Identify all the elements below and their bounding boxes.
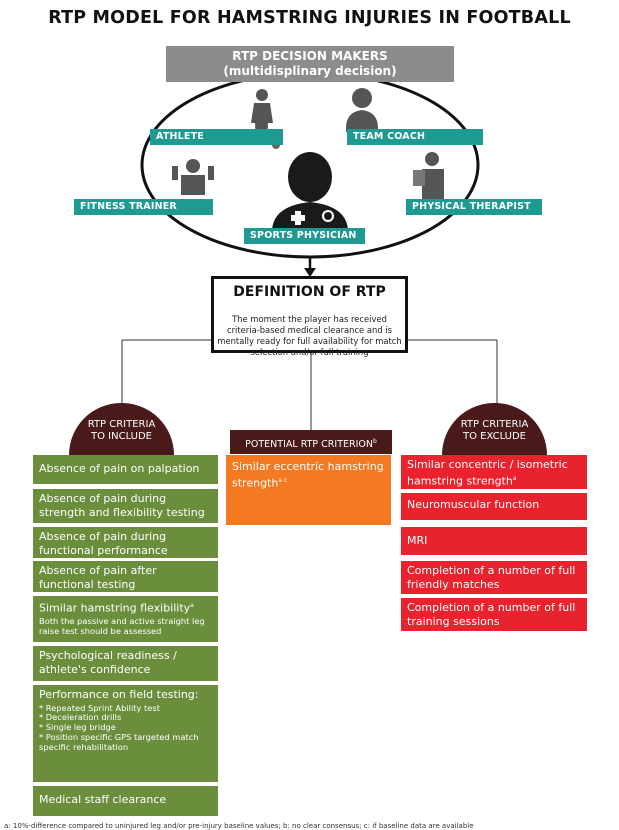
sup-ac: a c <box>278 476 288 484</box>
include-header-line2: TO INCLUDE <box>91 431 152 442</box>
include-item-field-testing: Performance on field testing: * Repeated… <box>33 685 218 782</box>
flexibility-note: Both the passive and active straight leg… <box>39 616 205 637</box>
include-item: Absence of pain after functional testing <box>33 561 218 592</box>
include-item: Psychological readiness / athlete's conf… <box>33 646 218 681</box>
include-item: Absence of pain during functional perfor… <box>33 527 218 558</box>
role-physical-therapist: PHYSICAL THERAPIST <box>406 199 542 215</box>
definition-box: DEFINITION OF RTP The moment the player … <box>211 276 408 357</box>
sup-a: a <box>512 474 517 482</box>
definition-title: DEFINITION OF RTP <box>233 284 386 300</box>
footnote: a: 10%-difference compared to uninjured … <box>4 822 474 830</box>
field-test-item: * Single leg bridge <box>39 722 116 733</box>
exclude-item: Completion of a number of full training … <box>401 598 587 631</box>
sup-b: b <box>373 438 377 445</box>
definition-text: The moment the player has received crite… <box>217 314 402 357</box>
exclude-item: Neuromuscular function <box>401 493 587 520</box>
role-team-coach: TEAM COACH <box>347 129 483 145</box>
include-item-flexibility: Similar hamstring flexibilitya Both the … <box>33 596 218 642</box>
definition-connectors <box>121 339 498 430</box>
potential-header-label: POTENTIAL RTP CRITERION <box>245 439 373 451</box>
field-test-item: * Repeated Sprint Ability test <box>39 702 160 713</box>
field-test-item: * Position specific GPS targeted match s… <box>39 731 199 752</box>
arrow-head <box>304 268 316 277</box>
exclude-header-line1: RTP CRITERIA <box>460 419 529 430</box>
field-test-item: * Deceleration drills <box>39 712 122 723</box>
include-item: Absence of pain on palpation <box>33 455 218 484</box>
potential-item-label: Similar eccentric hamstring strength <box>232 460 384 490</box>
decision-makers-header-line1: RTP DECISION MAKERS <box>232 49 388 63</box>
decision-makers-header-line2: (multidisplinary decision) <box>223 64 397 78</box>
page-title: RTP MODEL FOR HAMSTRING INJURIES IN FOOT… <box>48 8 571 28</box>
potential-item: Similar eccentric hamstring strengtha c <box>226 455 391 525</box>
role-athlete: ATHLETE <box>150 129 283 145</box>
include-header-line1: RTP CRITERIA <box>87 419 156 430</box>
physical-therapist-icon <box>413 152 444 199</box>
flexibility-label: Similar hamstring flexibility <box>39 601 191 615</box>
potential-header: POTENTIAL RTP CRITERIONb <box>230 430 392 454</box>
exclude-header-line2: TO EXCLUDE <box>463 431 526 442</box>
exclude-item: Completion of a number of full friendly … <box>401 561 587 594</box>
field-tests-list: * Repeated Sprint Ability test * Deceler… <box>39 702 212 753</box>
exclude-item: MRI <box>401 527 587 555</box>
role-fitness-trainer: FITNESS TRAINER <box>74 199 213 215</box>
decision-makers-diagram <box>140 71 480 277</box>
team-coach-icon <box>346 88 378 132</box>
sup-a: a <box>190 602 194 609</box>
fitness-trainer-icon <box>172 159 214 195</box>
field-testing-label: Performance on field testing: <box>39 688 199 701</box>
sports-physician-icon <box>272 152 348 232</box>
exclude-item: Similar concentric / isometric hamstring… <box>401 455 587 489</box>
include-item: Medical staff clearance <box>33 786 218 816</box>
exclude-item-label: Similar concentric / isometric hamstring… <box>407 458 568 488</box>
include-item: Absence of pain during strength and flex… <box>33 489 218 523</box>
decision-makers-header: RTP DECISION MAKERS (multidisplinary dec… <box>166 46 454 82</box>
role-sports-physician: SPORTS PHYSICIAN <box>244 228 365 244</box>
